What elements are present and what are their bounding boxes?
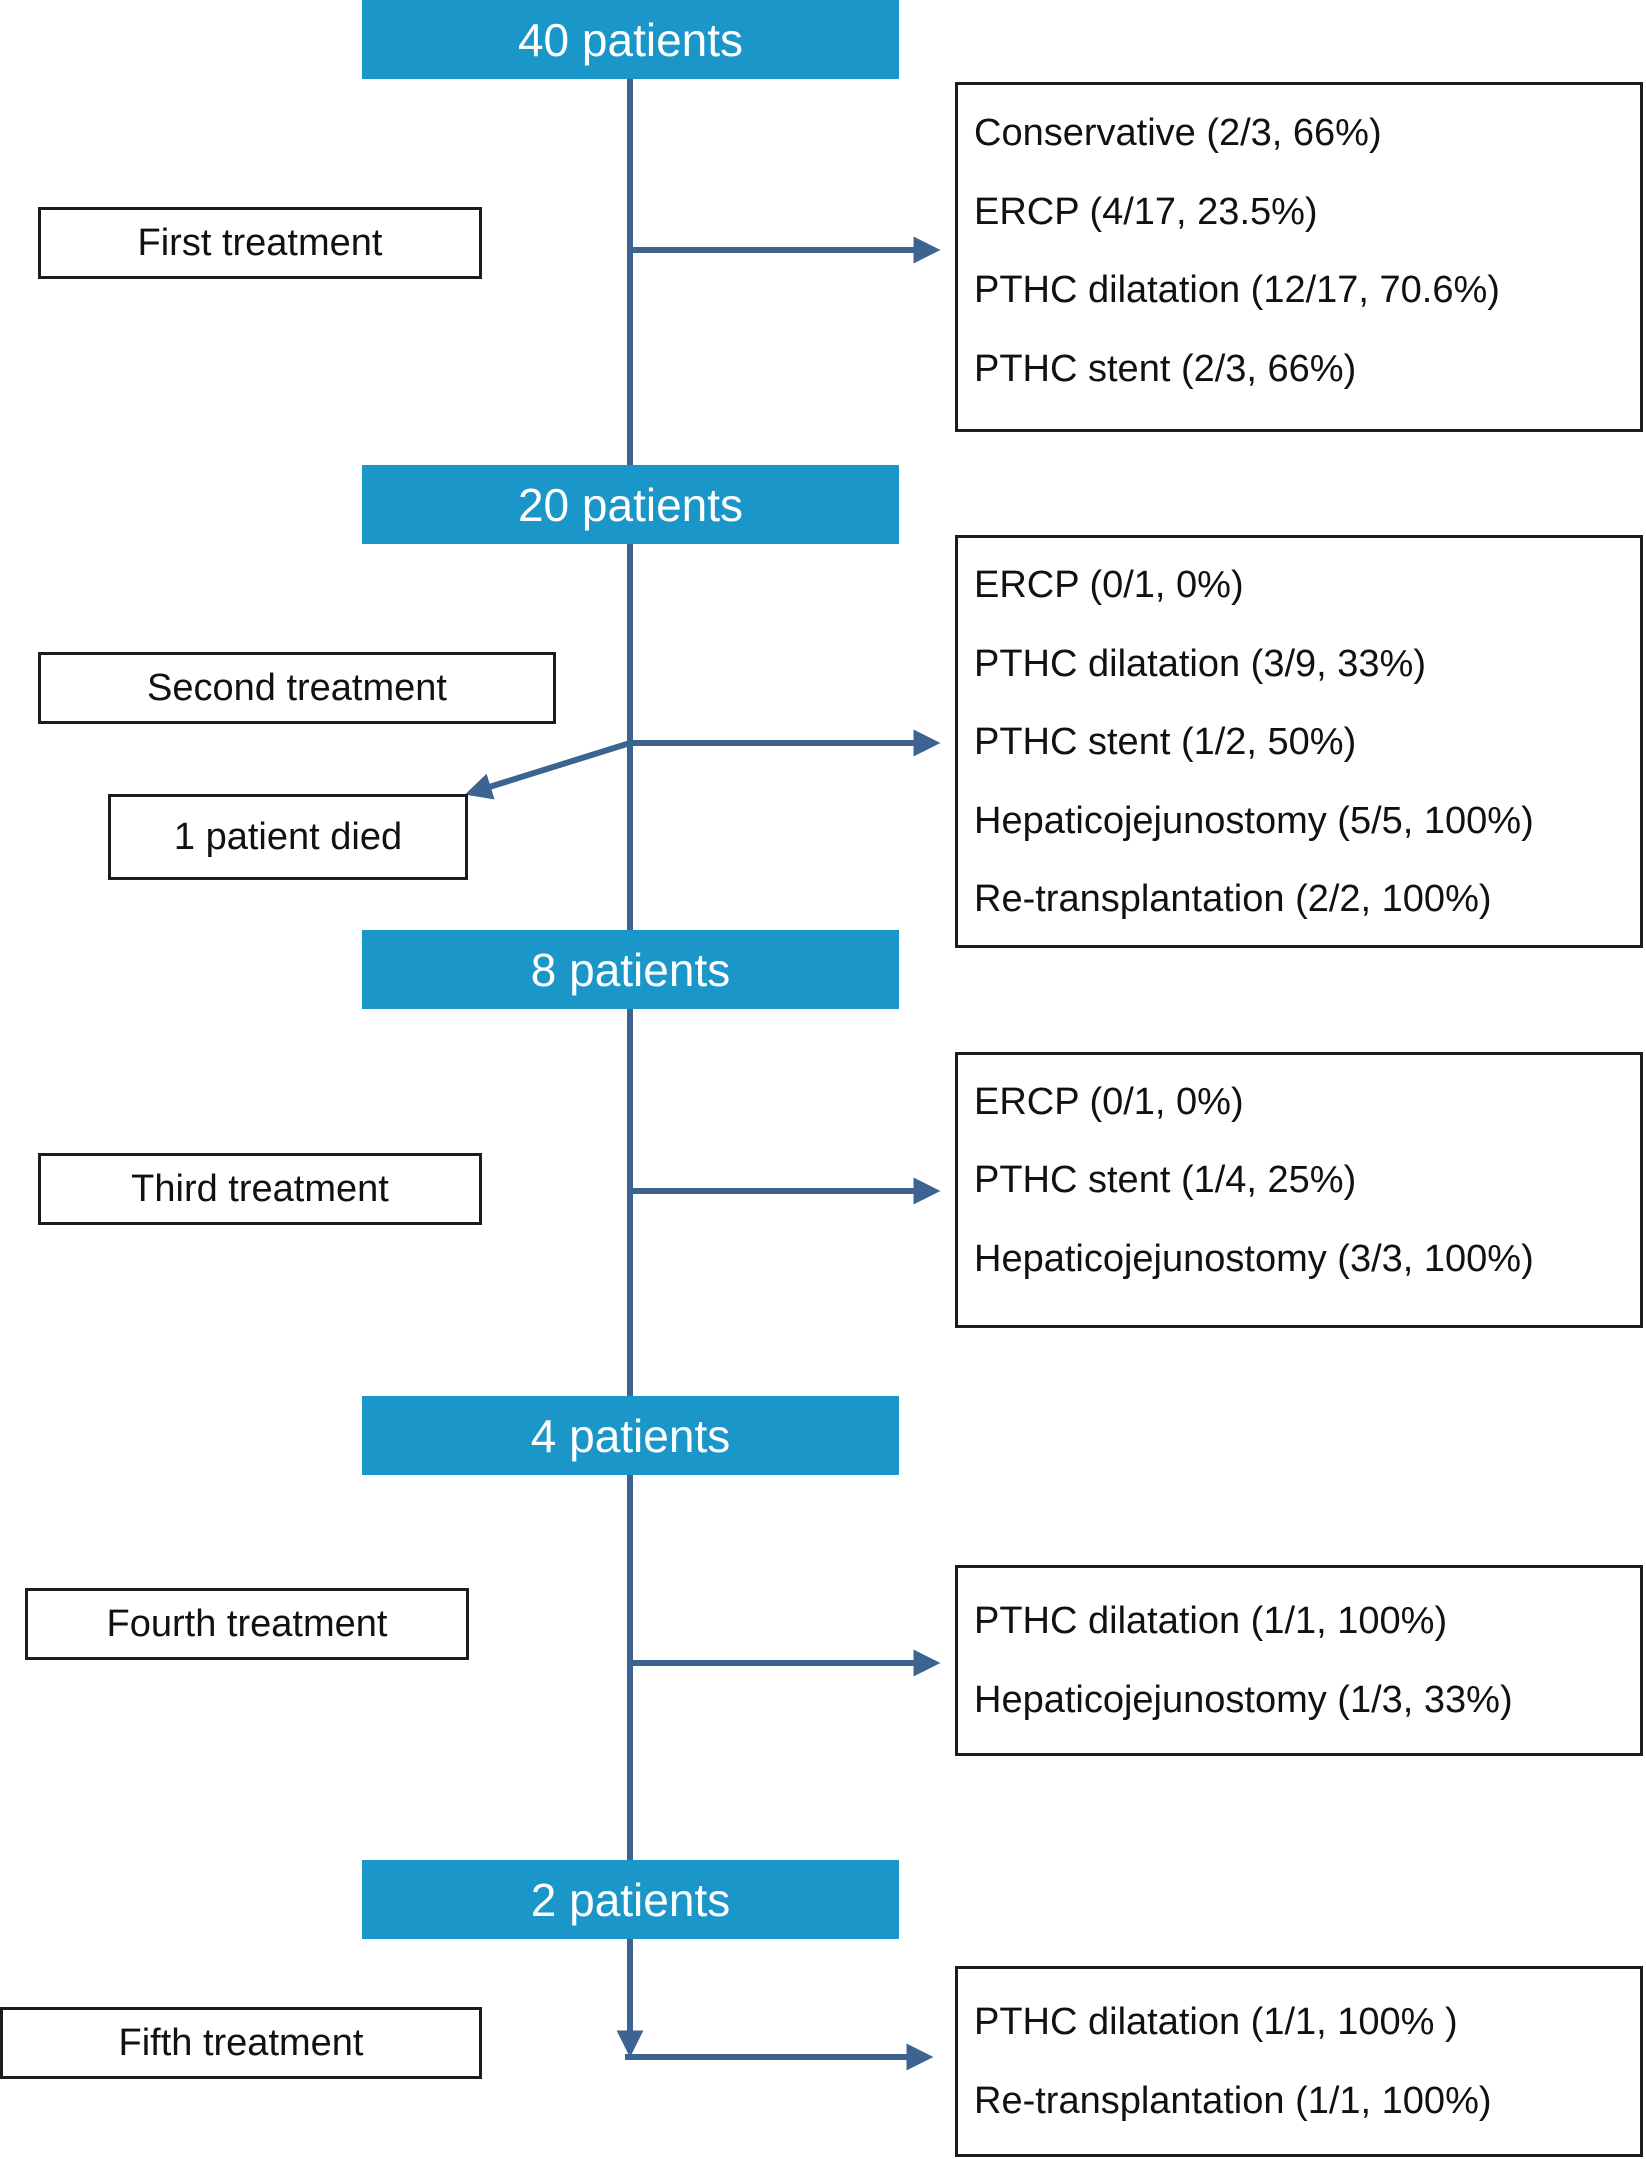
result-item: ERCP (4/17, 23.5%)	[974, 191, 1318, 233]
result-box-1: Conservative (2/3, 66%) ERCP (4/17, 23.5…	[955, 82, 1643, 432]
result-item: PTHC dilatation (12/17, 70.6%)	[974, 269, 1500, 311]
result-item: ERCP (0/1, 0%)	[974, 1081, 1244, 1123]
patient-count-label: 4 patients	[530, 1409, 731, 1462]
result-item: PTHC dilatation (1/1, 100% )	[974, 2001, 1458, 2043]
result-box-2: ERCP (0/1, 0%) PTHC dilatation (3/9, 33%…	[955, 535, 1643, 948]
treatment-label-box-5: Fifth treatment	[0, 2007, 482, 2079]
patient-count-box-4: 4 patients	[362, 1396, 899, 1475]
result-item: Hepaticojejunostomy (1/3, 33%)	[974, 1679, 1513, 1721]
died-note-box: 1 patient died	[108, 794, 468, 880]
result-item: PTHC stent (1/4, 25%)	[974, 1159, 1357, 1201]
patient-count-box-2: 20 patients	[362, 465, 899, 544]
treatment-label: Fourth treatment	[106, 1602, 388, 1645]
result-box-5: PTHC dilatation (1/1, 100% ) Re-transpla…	[955, 1966, 1643, 2157]
patient-count-label: 40 patients	[517, 13, 744, 66]
result-item: PTHC dilatation (1/1, 100%)	[974, 1600, 1448, 1642]
died-arrow	[464, 740, 631, 800]
treatment-label: Second treatment	[147, 666, 447, 709]
result-item: PTHC stent (1/2, 50%)	[974, 721, 1357, 763]
patient-count-label: 20 patients	[517, 478, 744, 531]
result-item: Re-transplantation (2/2, 100%)	[974, 878, 1492, 920]
treatment-label: Third treatment	[131, 1167, 389, 1210]
result-box-4: PTHC dilatation (1/1, 100%) Hepaticojeju…	[955, 1565, 1643, 1756]
treatment-label-box-4: Fourth treatment	[25, 1588, 469, 1660]
result-item: Hepaticojejunostomy (3/3, 100%)	[974, 1238, 1534, 1280]
result-item: Conservative (2/3, 66%)	[974, 112, 1382, 154]
result-item: PTHC stent (2/3, 66%)	[974, 348, 1357, 390]
result-item: Hepaticojejunostomy (5/5, 100%)	[974, 800, 1534, 842]
result-item: PTHC dilatation (3/9, 33%)	[974, 643, 1426, 685]
result-item: Re-transplantation (1/1, 100%)	[974, 2080, 1492, 2122]
patient-count-box-5: 2 patients	[362, 1860, 899, 1939]
died-note-label: 1 patient died	[173, 815, 403, 858]
patient-count-box-1: 40 patients	[362, 0, 899, 79]
patient-count-box-3: 8 patients	[362, 930, 899, 1009]
treatment-label: Fifth treatment	[118, 2021, 364, 2064]
treatment-label-box-2: Second treatment	[38, 652, 556, 724]
result-box-3: ERCP (0/1, 0%) PTHC stent (1/4, 25%) Hep…	[955, 1052, 1643, 1328]
result-item: ERCP (0/1, 0%)	[974, 564, 1244, 606]
patient-count-label: 8 patients	[530, 943, 731, 996]
treatment-label-box-3: Third treatment	[38, 1153, 482, 1225]
treatment-label: First treatment	[137, 221, 383, 264]
treatment-label-box-1: First treatment	[38, 207, 482, 279]
patient-count-label: 2 patients	[530, 1873, 731, 1926]
